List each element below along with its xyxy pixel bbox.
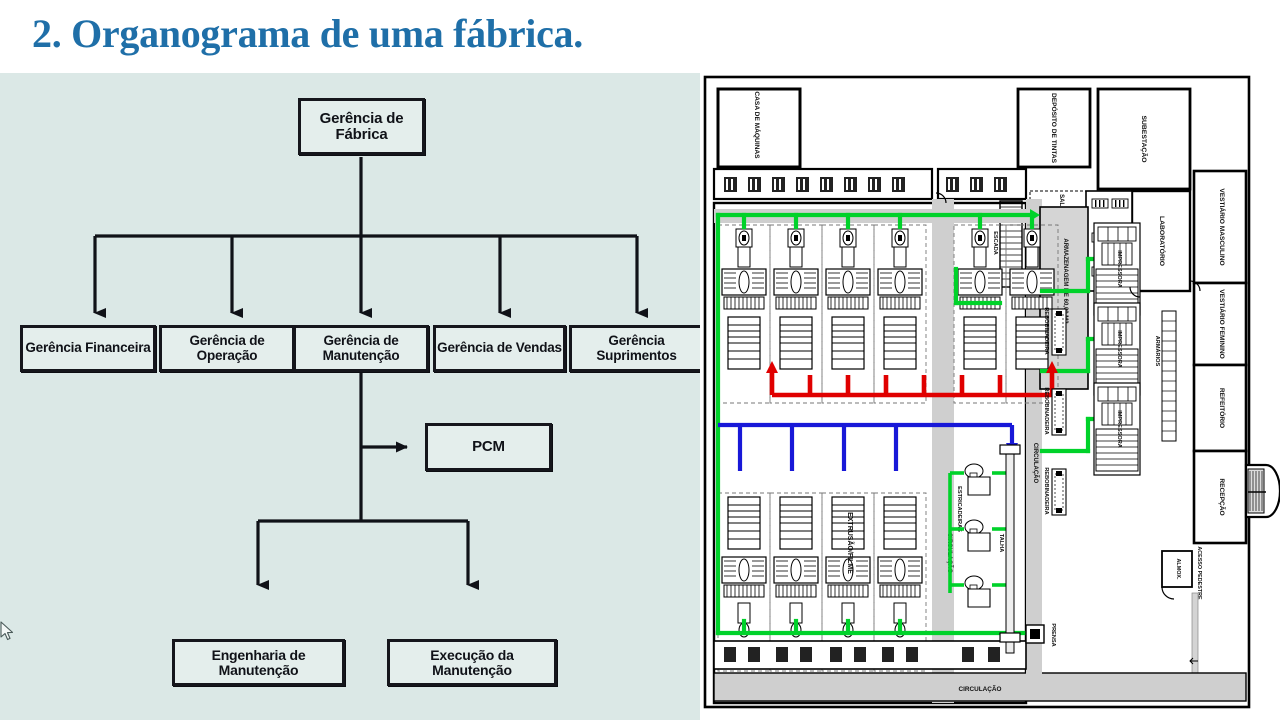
org-node-label: Gerência de Fábrica [319, 109, 404, 143]
area-label: CIRCULAÇÃO [959, 684, 1002, 693]
machine-label: IMPRESSORA [1116, 410, 1122, 448]
flow-arrow-red [766, 361, 778, 373]
org-node-label: Gerência Suprimentos [596, 333, 677, 363]
machine-label: TALHA [998, 534, 1004, 553]
org-node-engenharia-manutencao[interactable]: Engenharia de Manutenção [172, 639, 345, 686]
org-node-label: Engenharia de Manutenção [211, 646, 306, 678]
org-node-pcm[interactable]: PCM [425, 423, 552, 471]
area-label: ARMAZENAGEM P.E 60,00 M2 [1062, 238, 1068, 324]
room-label: ARMÁRIOS [1154, 336, 1161, 367]
org-chart-panel: Gerência de Fábrica Gerência Financeira … [0, 73, 704, 720]
machine-label: REBOBINADEIRA [1043, 467, 1049, 514]
room-label: DEPÓSITO DE TINTAS [1050, 93, 1059, 164]
org-node-label: Gerência de Operação [189, 333, 265, 363]
room-label: REFEITÓRIO [1218, 388, 1227, 428]
machine-label: ESTRICADEIRAS [956, 486, 962, 532]
machine-label: IMPRESSORA [1116, 330, 1122, 368]
org-node-vendas[interactable]: Gerência de Vendas [433, 325, 566, 372]
factory-floor-plan-drawing: CASA DE MÁQUINAS [703, 75, 1280, 709]
machine-label: IMPRESSORA [1116, 250, 1122, 288]
org-node-execucao-manutencao[interactable]: Execução da Manutenção [387, 639, 557, 686]
org-node-label: Gerência de Vendas [437, 340, 562, 356]
org-node-root[interactable]: Gerência de Fábrica [298, 98, 425, 155]
org-node-manutencao[interactable]: Gerência de Manutenção [293, 325, 429, 372]
org-node-label: PCM [472, 438, 505, 456]
machine-label: REBOBINADEIRA [1043, 387, 1049, 434]
org-node-label: Gerência de Manutenção [322, 333, 400, 363]
org-node-suprimentos[interactable]: Gerência Suprimentos [569, 325, 704, 372]
org-chart-connectors [93, 157, 648, 590]
room-label: ALMOX. [1175, 559, 1181, 580]
machine-label: REBOBINADEIRA [1043, 307, 1049, 354]
page-title: 2. Organograma de uma fábrica. [32, 11, 583, 56]
org-node-financeira[interactable]: Gerência Financeira [20, 325, 156, 372]
mouse-cursor [0, 621, 14, 641]
room-label: ACESSO PEDESTRE [1196, 546, 1202, 600]
machine-label: PRENSA [1050, 623, 1056, 646]
flow-arrow-red [1046, 361, 1058, 373]
org-node-operacao[interactable]: Gerência de Operação [159, 325, 295, 372]
room-label: VESTIÁRIO FEMININO [1218, 289, 1227, 359]
area-label: EXTRUSÃO/FILME [846, 512, 855, 574]
area-label: CIRCULAÇÃO [1032, 443, 1039, 484]
org-node-label: Gerência Financeira [25, 340, 151, 356]
room-label: LABORATÓRIO [1158, 216, 1167, 266]
room-label: CASA DE MÁQUINAS [753, 91, 762, 159]
room-label: ESCADA [992, 231, 998, 255]
room-label: VESTIÁRIO MASCULINO [1218, 188, 1227, 265]
room-label: RECEPÇÃO [1218, 478, 1227, 515]
room-label: SUBESTAÇÃO [1140, 115, 1149, 162]
org-node-label: Execução da Manutenção [430, 646, 514, 678]
factory-floor-plan-panel: CASA DE MÁQUINAS [700, 73, 1280, 720]
